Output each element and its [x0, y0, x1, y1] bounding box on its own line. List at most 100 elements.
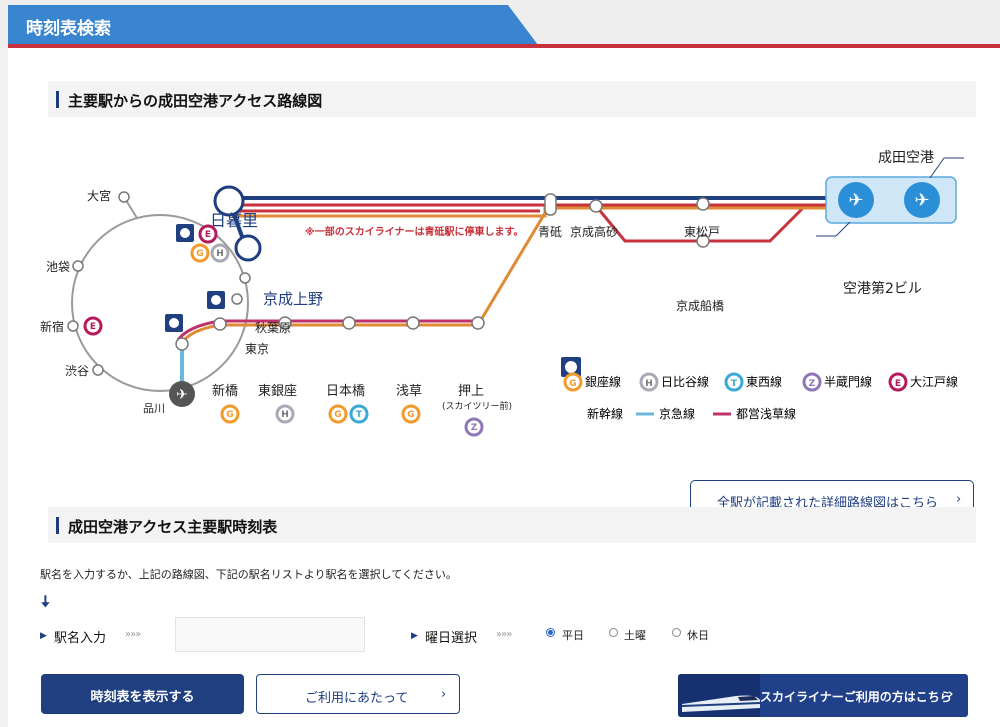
badge-ginza — [220, 404, 240, 424]
station-omiya — [118, 191, 130, 203]
map-section-title: 主要駅からの成田空港アクセス路線図 — [68, 92, 323, 110]
legend-tozai: 東西線 — [746, 374, 782, 389]
chevron-right-icon: › — [956, 492, 962, 507]
map-legend: G 銀座線 H 日比谷線 T 東西線 Z 半蔵門線 E 大江戸線 新幹線 京急線… — [563, 372, 958, 421]
station-nippori[interactable] — [213, 185, 245, 217]
haneda-airport-icon — [169, 381, 195, 407]
legend-badge: H — [645, 379, 653, 389]
badge-text: H — [216, 249, 224, 259]
label-higashi-matsudo: 東松戸 — [684, 225, 720, 239]
header-title: 時刻表検索 — [26, 19, 111, 39]
arrow-down-icon: 🠇 — [41, 592, 50, 611]
legend-hibiya: 日比谷線 — [661, 374, 709, 389]
radio-weekday-label: 平日 — [562, 629, 584, 642]
section-accent-bar — [56, 517, 59, 534]
aoto-stop-note: ※一部のスカイライナーは青砥駅に停車します。 — [305, 225, 524, 238]
station-input-label: 駅名入力 — [54, 631, 107, 646]
label-ikebukuro: 池袋 — [46, 260, 70, 274]
label-higashi-ginza: 東銀座 — [258, 383, 297, 399]
station-nihonbashi — [342, 316, 356, 330]
chevron-right-icon: › — [441, 687, 447, 702]
radio-saturday-label: 土曜 — [624, 629, 646, 642]
badge-ginza — [328, 404, 348, 424]
station-oshiage — [471, 316, 485, 330]
label-asakusa: 浅草 — [396, 384, 422, 399]
plane-icon: ✈ — [176, 387, 188, 403]
radio-holiday[interactable] — [672, 628, 681, 637]
station-akihabara — [239, 272, 251, 284]
badge-hibiya — [275, 404, 295, 424]
badge-text: H — [281, 410, 289, 420]
station-shinjuku — [67, 320, 79, 332]
skyliner-info-banner[interactable]: スカイライナーご利用の方はこちら › — [678, 674, 968, 717]
badge-hanzomon — [464, 417, 484, 437]
plane-icon: ✈ — [914, 190, 929, 211]
legend-badge: E — [895, 379, 901, 389]
station-ikebukuro — [72, 260, 84, 272]
airport-icon-t2 — [904, 182, 940, 218]
skyliner-info-label: スカイライナーご利用の方はこちら — [760, 690, 952, 704]
label-narita-airport: 成田空港 — [878, 150, 934, 166]
legend-shinkansen: 新幹線 — [587, 406, 623, 421]
station-keisei-ueno[interactable] — [234, 234, 262, 262]
station-asakusa — [406, 316, 420, 330]
station-shinbashi — [213, 317, 227, 331]
radio-weekday[interactable] — [546, 628, 555, 637]
small-station-markers — [67, 191, 710, 376]
badge-ginza — [190, 243, 210, 263]
skyliner-train-image — [678, 674, 760, 717]
badge-tozai — [349, 404, 369, 424]
main-panel: 主要駅からの成田空港アクセス路線図 ✈ ✈ — [8, 48, 1000, 727]
label-oshiage: 押上 — [458, 384, 484, 399]
station-higashi-ginza — [278, 316, 292, 330]
double-arrow-icon: »»» — [496, 629, 512, 640]
legend-asakusa-line: 都営浅草線 — [736, 406, 796, 421]
double-arrow-icon: »»» — [125, 629, 141, 640]
station-shinagawa — [175, 337, 189, 351]
label-oshiage-sub: (スカイツリー前) — [442, 400, 512, 412]
airport-icon-t1 — [838, 182, 874, 218]
label-akihabara: 秋葉原 — [255, 321, 291, 335]
legend-ginza: 銀座線 — [585, 374, 621, 389]
station-name-input[interactable] — [175, 617, 365, 652]
label-shinagawa: 品川 — [143, 402, 165, 415]
route-map[interactable]: ✈ ✈ ✈ — [8, 48, 1000, 468]
legend-badge: Z — [809, 379, 816, 389]
station-keisei-funabashi — [696, 234, 710, 248]
station-keisei-takasago — [589, 199, 603, 213]
label-shinjuku: 新宿 — [40, 319, 64, 334]
header-tab: 時刻表検索 — [8, 5, 538, 45]
usage-notes-button[interactable]: ご利用にあたって › — [256, 674, 460, 714]
shinkansen-icons — [165, 224, 581, 377]
legend-keikyu: 京急線 — [659, 406, 695, 421]
badge-text: E — [205, 230, 211, 240]
section-accent-bar — [56, 91, 59, 108]
legend-badge: T — [731, 379, 738, 389]
radio-saturday[interactable] — [609, 628, 618, 637]
badge-text: T — [356, 410, 363, 420]
label-shibuya: 渋谷 — [65, 364, 89, 378]
instruction-text: 駅名を入力するか、上記の路線図、下記の駅名リストより駅名を選択してください。 — [40, 568, 457, 581]
label-airport-t2: 空港第2ビル — [843, 280, 922, 297]
radio-holiday-label: 休日 — [687, 629, 709, 642]
badge-text: Z — [471, 423, 478, 433]
chevron-right-icon: › — [948, 687, 954, 702]
label-tokyo: 東京 — [245, 342, 269, 356]
badge-oedo — [198, 224, 218, 244]
triangle-icon: ▶ — [40, 631, 47, 641]
narita-callout — [929, 157, 964, 179]
badge-text: G — [334, 410, 341, 420]
map-section-header: 主要駅からの成田空港アクセス路線図 — [48, 81, 976, 117]
station-tokyo — [231, 293, 243, 305]
station-aoto — [544, 193, 557, 216]
station-shibuya — [92, 364, 104, 376]
label-aoto: 青砥 — [538, 225, 562, 239]
legend-badge: G — [569, 379, 576, 389]
timetable-section-title: 成田空港アクセス主要駅時刻表 — [68, 518, 278, 536]
badge-oedo — [83, 316, 103, 336]
badge-text: G — [196, 249, 203, 259]
label-nihonbashi: 日本橋 — [326, 384, 365, 399]
show-timetable-button[interactable]: 時刻表を表示する — [41, 674, 244, 714]
jr-loop-line — [71, 214, 249, 392]
plane-icon: ✈ — [848, 190, 863, 211]
